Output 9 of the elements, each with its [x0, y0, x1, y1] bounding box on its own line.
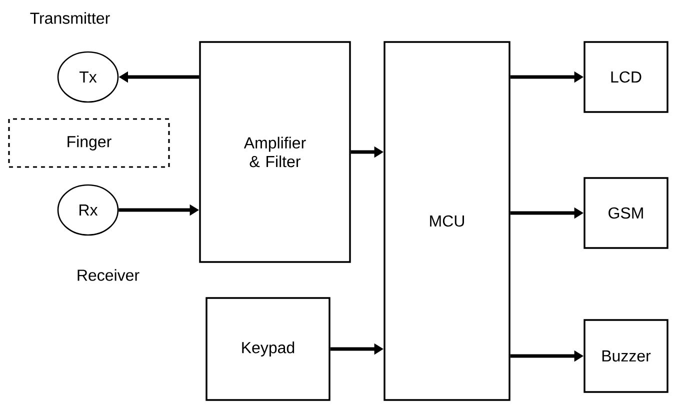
block-box: Amplifier & Filter — [199, 41, 351, 263]
block-box: MCU — [384, 41, 510, 401]
block-box: LCD — [584, 41, 668, 113]
finger-box: Finger — [8, 118, 170, 168]
caption-text: Receiver — [78, 269, 140, 281]
block-box: GSM — [584, 177, 668, 249]
caption-text: Transmitter — [30, 12, 110, 24]
block-box: Keypad — [206, 297, 330, 401]
block-box: Buzzer — [584, 319, 668, 393]
